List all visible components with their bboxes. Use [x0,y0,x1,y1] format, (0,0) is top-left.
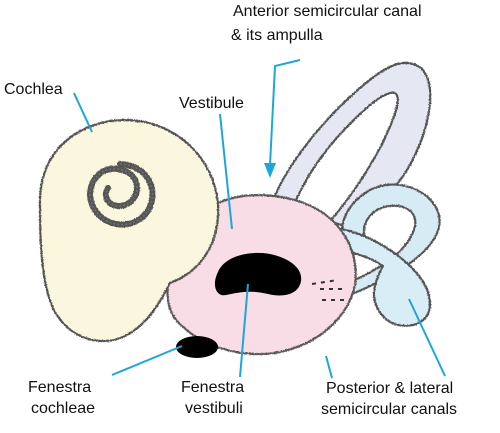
fenestra-vestibuli-label-line-2: vestibuli [185,400,243,417]
cochlea-leader-line [73,92,93,133]
fenestra-vestibuli-label-line-1: Fenestra [181,379,244,396]
fenestra-cochleae [176,336,218,358]
cochlear-spiral-shadow [89,163,154,226]
lateral-canal-leader-line [408,298,446,377]
cochlea [38,118,220,343]
fenestra-cochleae-label-line-1: Fenestra [28,379,91,396]
anterior-canal-arrowhead [264,163,276,178]
fenestra-cochleae-label-line-2: cochleae [31,400,95,417]
vestibule-label: Vestibule [179,95,244,112]
anterior-canal-leader-line [269,59,301,166]
fenestra-vestibuli [214,252,302,296]
fenestra-vestibuli-leader-line [239,283,249,378]
anterior-canal-label-line-1: Anterior semicircular canal [233,3,422,20]
fenestra-cochleae-leader-line [111,345,183,376]
vestibule-leader-line [219,113,233,230]
vestibular-openings [311,279,347,301]
posterior-lateral-label-line-1: Posterior & lateral [326,380,453,397]
anterior-canal-label-line-2: & its ampulla [231,27,323,44]
cochlea-label: Cochlea [4,81,63,98]
posterior-lateral-leader-line [325,355,333,379]
posterior-lateral-label-line-2: semicircular canals [321,401,457,418]
